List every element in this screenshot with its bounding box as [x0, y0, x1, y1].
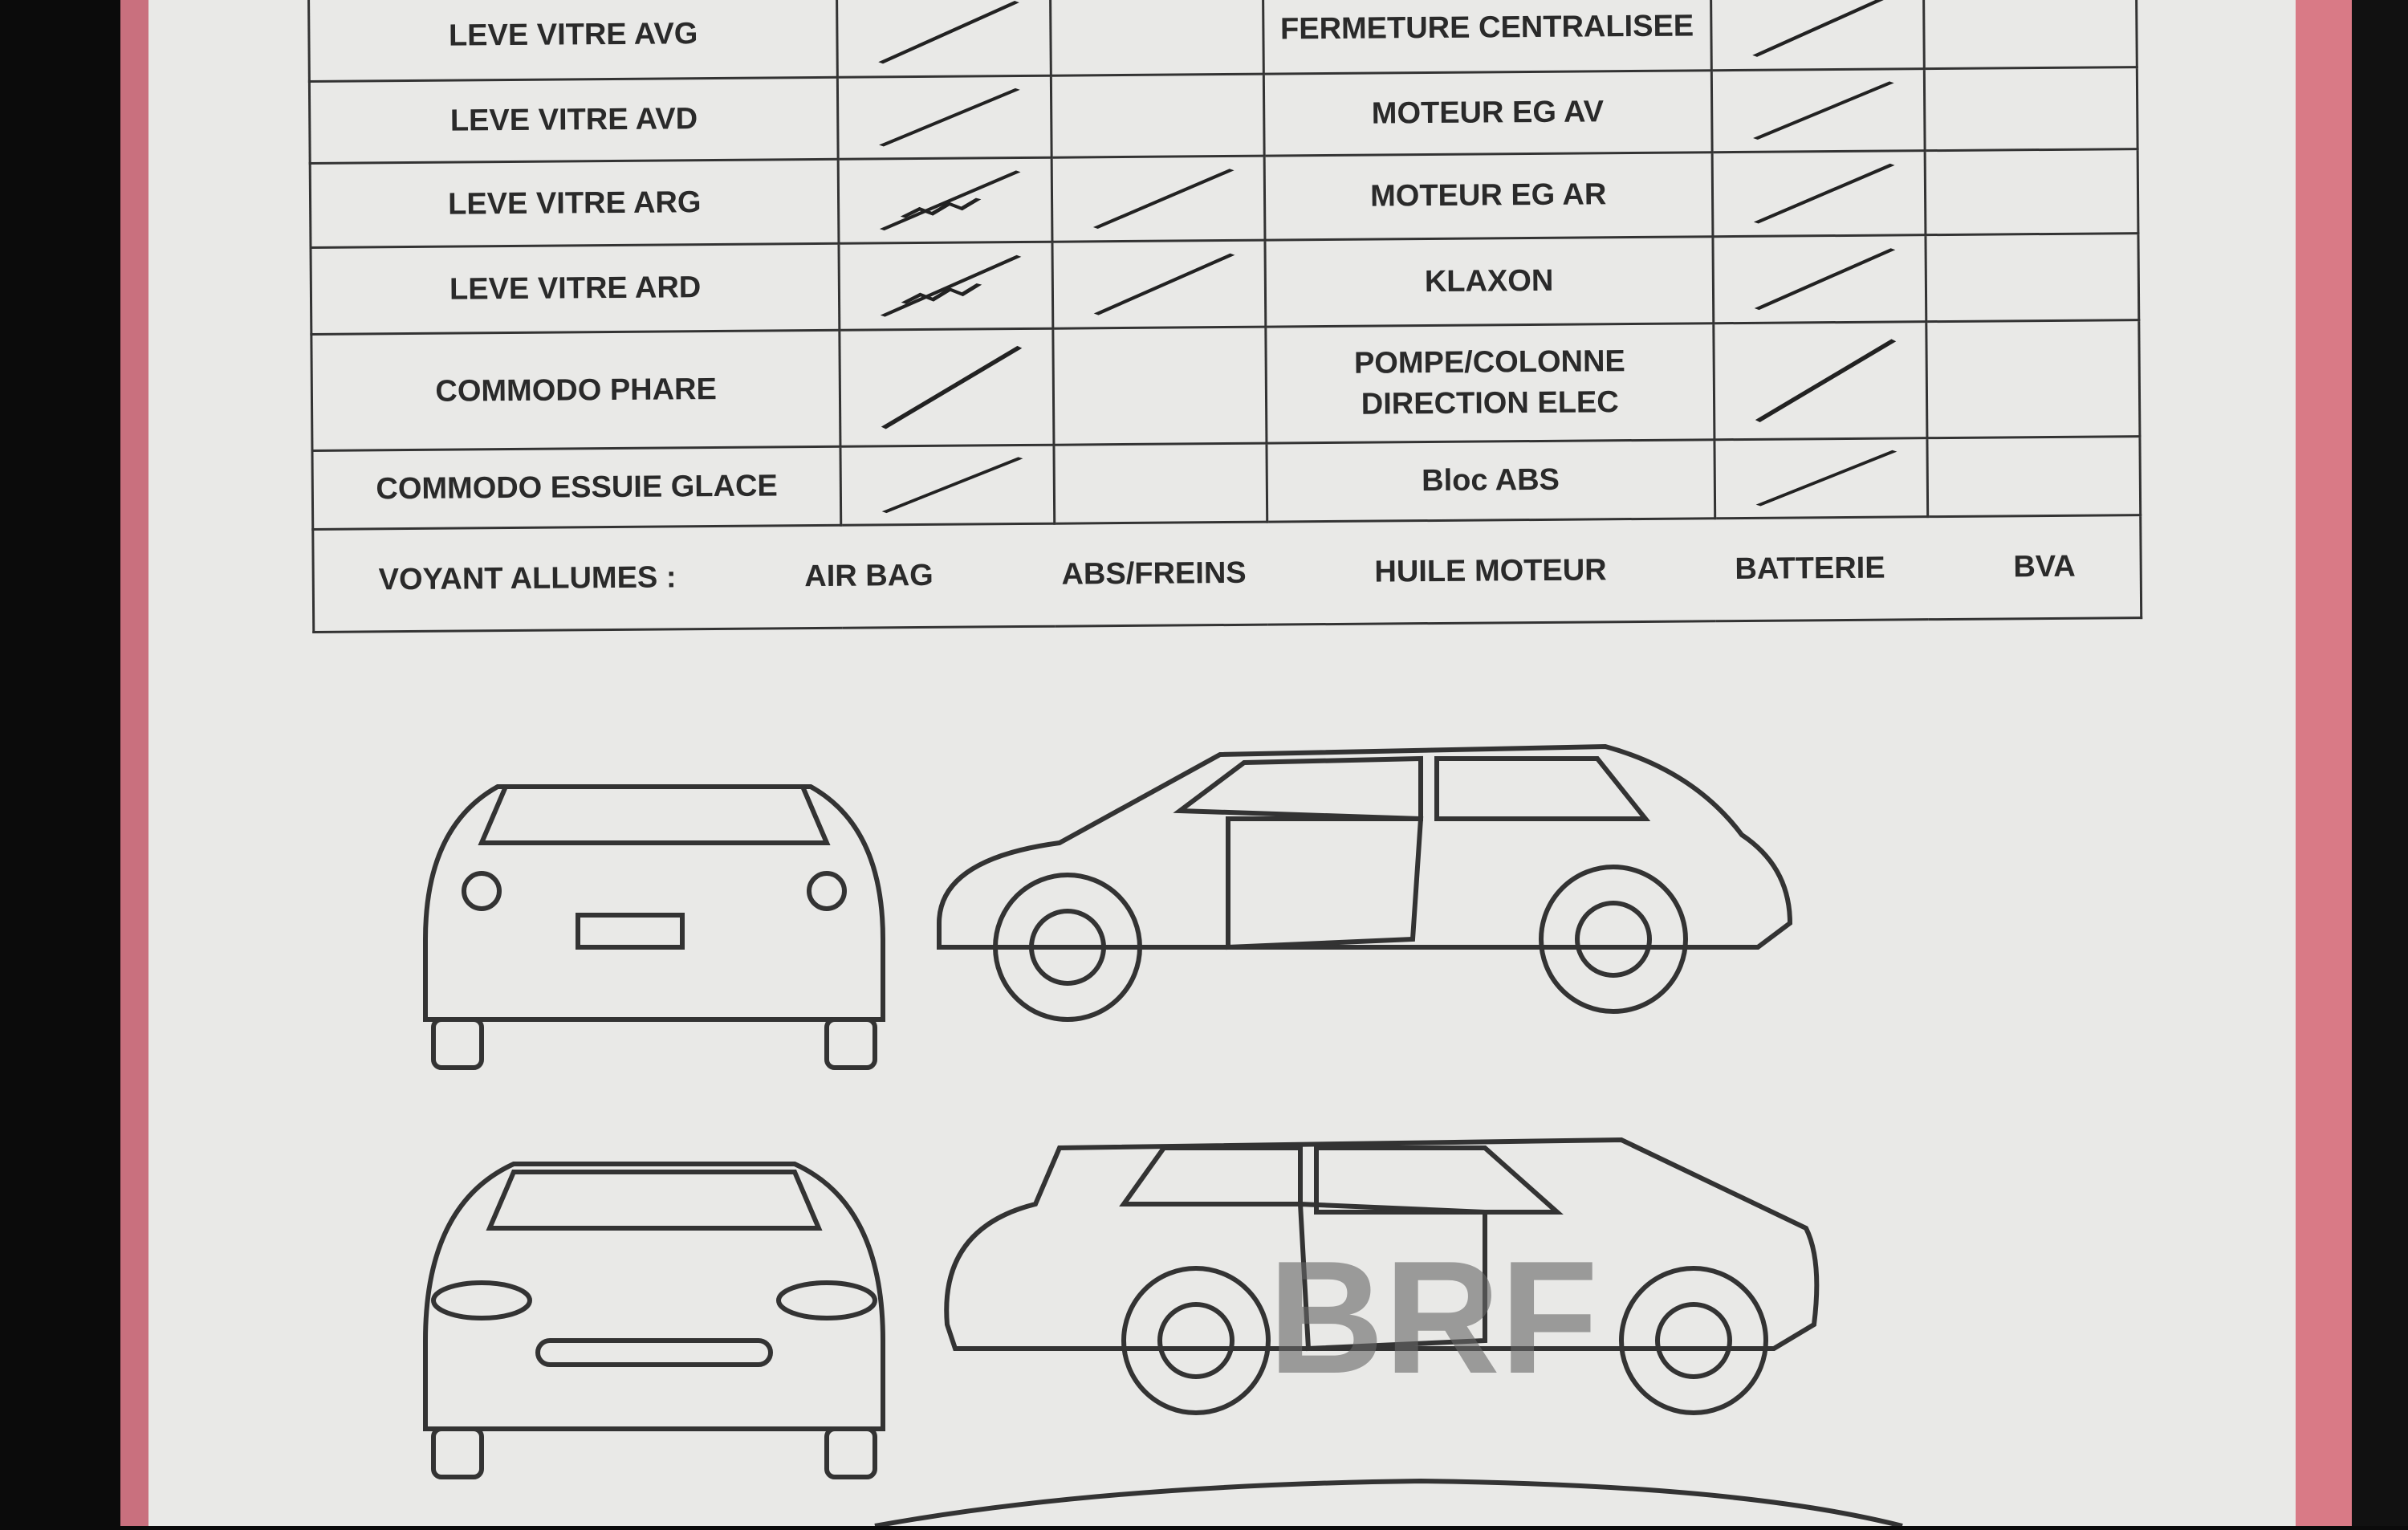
check-cell-ok[interactable]	[1711, 150, 1926, 237]
car-front-view	[423, 784, 885, 1070]
item-label: COMMODO ESSUIE GLACE	[311, 446, 842, 530]
warning-light-airbag: AIR BAG	[804, 558, 934, 594]
checkmark	[1753, 163, 1895, 224]
item-label: LEVE VITRE AVD	[309, 77, 839, 164]
check-cell-ok[interactable]	[1713, 321, 1927, 440]
check-cell-ok[interactable]	[839, 242, 1053, 331]
check-cell-ok[interactable]	[1714, 437, 1928, 519]
check-cell-nok[interactable]	[1926, 436, 2141, 517]
warning-light-abs: ABS/FREINS	[1061, 555, 1247, 592]
check-cell-nok[interactable]	[1926, 319, 2140, 438]
checkmark	[1754, 248, 1895, 311]
checkmark	[1755, 339, 1896, 422]
warning-light-oil: HUILE MOTEUR	[1374, 553, 1607, 589]
item-label: LEVE VITRE AVG	[308, 0, 838, 82]
folder-edge-right	[2296, 0, 2352, 1526]
check-cell-ok[interactable]	[1712, 234, 1926, 323]
warning-light-bva: BVA	[2013, 549, 2076, 584]
checkmark	[881, 254, 1022, 317]
check-cell-nok[interactable]	[1052, 327, 1267, 446]
checklist-row: LEVE VITRE AVG FERMETURE CENTRALISEE	[308, 0, 2138, 82]
warning-lights-row: VOYANT ALLUMES : AIR BAG ABS/FREINS HUIL…	[312, 515, 2142, 633]
item-label: Bloc ABS	[1266, 439, 1715, 523]
item-label: MOTEUR EG AV	[1263, 70, 1712, 157]
checkmark	[1751, 0, 1893, 57]
check-cell-nok[interactable]	[1053, 443, 1267, 524]
check-cell-nok[interactable]	[1924, 67, 2138, 151]
checklist-row: LEVE VITRE ARG MOTEUR EG AR	[310, 149, 2138, 248]
checkmark	[882, 457, 1023, 514]
car-rear-view	[423, 1162, 885, 1479]
checkmark	[878, 1, 1020, 64]
checklist-row: LEVE VITRE AVD MOTEUR EG AV	[309, 67, 2138, 164]
item-label: LEVE VITRE ARD	[311, 243, 840, 335]
check-cell-nok[interactable]	[1050, 0, 1264, 76]
checkmark	[881, 345, 1023, 429]
checkmark	[1752, 81, 1894, 140]
check-cell-nok[interactable]	[1051, 156, 1265, 242]
check-cell-nok[interactable]	[1925, 233, 2139, 322]
check-cell-ok[interactable]	[838, 157, 1052, 244]
checkmark	[880, 170, 1022, 231]
checklist-row: COMMODO ESSUIE GLACE Bloc ABS	[311, 436, 2141, 530]
item-label: MOTEUR EG AR	[1264, 152, 1713, 241]
checkmark	[1092, 169, 1235, 230]
check-cell-nok[interactable]	[1923, 0, 2138, 69]
warning-light-battery: BATTERIE	[1735, 551, 1885, 587]
checkmark	[879, 87, 1021, 147]
warning-lights-label: VOYANT ALLUMES :	[378, 560, 677, 597]
check-cell-ok[interactable]	[837, 75, 1051, 160]
item-label: COMMODO PHARE	[311, 330, 841, 451]
check-cell-ok[interactable]	[1710, 68, 1925, 153]
check-cell-ok[interactable]	[1710, 0, 1925, 71]
check-cell-ok[interactable]	[840, 445, 1055, 526]
car-damage-diagram: BRF	[377, 682, 2143, 1528]
stamp-watermark: BRF	[1268, 1228, 1598, 1407]
checklist-row: LEVE VITRE ARD KLAXON	[311, 233, 2139, 335]
checkmark	[1755, 450, 1897, 507]
check-cell-ok[interactable]	[840, 328, 1054, 447]
item-label: KLAXON	[1264, 236, 1714, 328]
car-right-side-view: BRF	[944, 1137, 1820, 1415]
checklist-table: LEVE VITRE AVG FERMETURE CENTRALISEE LEV…	[307, 0, 2142, 633]
item-label: FERMETURE CENTRALISEE	[1263, 0, 1711, 75]
check-cell-nok[interactable]	[1051, 74, 1265, 158]
car-top-view-partial	[874, 1478, 1903, 1528]
check-cell-nok[interactable]	[1924, 149, 2138, 235]
checkmark	[1093, 253, 1235, 315]
background-right	[2352, 0, 2408, 1526]
item-label: LEVE VITRE ARG	[310, 159, 840, 248]
car-left-side-view	[937, 743, 1793, 1022]
check-cell-ok[interactable]	[836, 0, 1051, 78]
check-cell-nok[interactable]	[1051, 240, 1266, 329]
